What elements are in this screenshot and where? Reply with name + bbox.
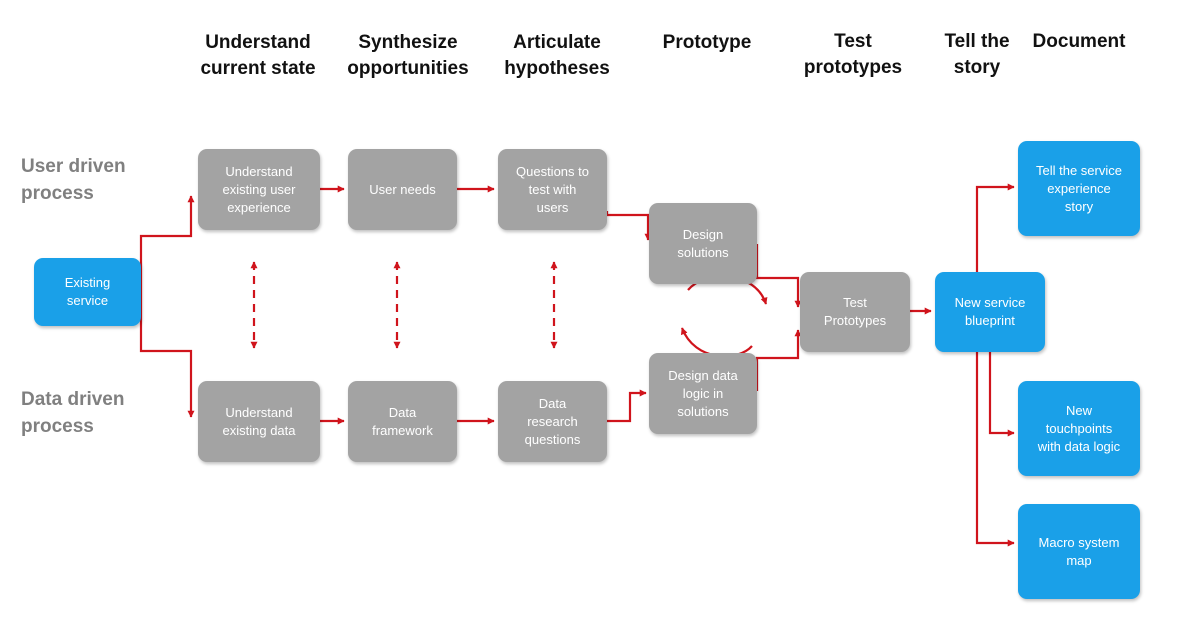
node-data-research-questions: Data research questions <box>498 381 607 462</box>
lane-label-user-driven: User driven process <box>21 156 126 204</box>
node-user-needs: User needs <box>348 149 457 230</box>
arrow-existing-to-understand-data <box>139 291 195 418</box>
node-new-touchpoints: New touchpoints with data logic <box>1018 381 1140 476</box>
phase-test-prototypes: Test prototypes <box>803 31 903 78</box>
arrow-blueprint-to-touchpoints <box>988 352 1015 437</box>
phase-understand-current-state: Understand current state <box>200 32 316 79</box>
node-understand-existing-data: Understand existing data <box>198 381 320 462</box>
arrow-existing-to-understand-user <box>139 195 195 291</box>
node-test-prototypes: Test Prototypes <box>800 272 910 352</box>
node-tell-service-experience-story: Tell the service experience story <box>1018 141 1140 236</box>
arrow-logic-to-test <box>755 329 802 391</box>
arrow-blueprint-to-macro-map <box>975 352 1015 547</box>
node-existing-service: Existing service <box>34 258 141 326</box>
arrow-blueprint-to-story <box>975 183 1015 272</box>
phase-tell-the-story: Tell the story <box>944 31 1010 78</box>
arrow-design-to-test <box>755 244 802 308</box>
phase-articulate-hypotheses: Articulate hypotheses <box>504 32 610 79</box>
arrow-data-questions-to-logic <box>607 389 647 423</box>
node-macro-system-map: Macro system map <box>1018 504 1140 599</box>
node-understand-existing-user-experience: Understand existing user experience <box>198 149 320 230</box>
node-new-service-blueprint: New service blueprint <box>935 272 1045 352</box>
arrow-questions-to-design <box>605 211 652 241</box>
phase-prototype: Prototype <box>662 32 752 53</box>
phase-document: Document <box>1032 31 1126 52</box>
node-design-solutions: Design solutions <box>649 203 757 284</box>
lane-label-data-driven: Data driven process <box>21 389 125 437</box>
node-data-framework: Data framework <box>348 381 457 462</box>
phase-synthesize-opportunities: Synthesize opportunities <box>347 32 469 79</box>
node-design-data-logic: Design data logic in solutions <box>649 353 757 434</box>
node-questions-to-test: Questions to test with users <box>498 149 607 230</box>
